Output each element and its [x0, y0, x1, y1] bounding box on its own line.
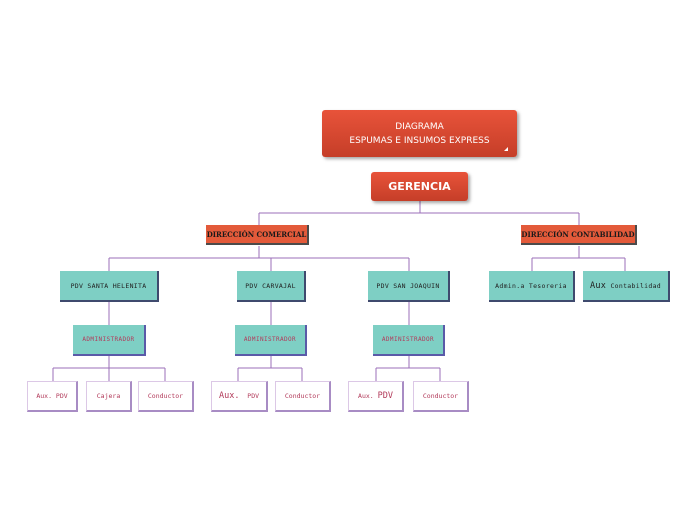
node-aux-contabilidad[interactable]: Aux Contabilidad — [583, 271, 670, 302]
node-admin-san-joaquin-label: ADMINISTRADOR — [381, 336, 435, 343]
node-admin-tesoreria-label: Admin.a Tesoreria — [495, 281, 567, 290]
aux-word: Aux. — [358, 392, 374, 400]
node-direccion-contabilidad[interactable]: DIRECCIÓN CONTABILIDAD — [521, 225, 637, 245]
node-staff-conductor[interactable]: Conductor — [413, 381, 469, 412]
node-staff-conductor[interactable]: Conductor — [275, 381, 331, 412]
diagram-title[interactable]: DIAGRAMA ESPUMAS E INSUMOS EXPRESS — [322, 110, 517, 157]
node-staff-aux-pdv-label: Aux. PDV — [36, 392, 68, 400]
node-admin-san-joaquin[interactable]: ADMINISTRADOR — [373, 325, 445, 356]
node-direccion-contabilidad-label: DIRECCIÓN CONTABILIDAD — [521, 229, 635, 239]
node-aux-contabilidad-label: Aux Contabilidad — [590, 281, 661, 291]
node-direccion-comercial[interactable]: DIRECCIÓN COMERCIAL — [206, 225, 309, 245]
aux-word: Aux. — [218, 391, 240, 401]
node-staff-conductor-label: Conductor — [284, 392, 321, 400]
node-gerencia-label: GERENCIA — [388, 180, 451, 193]
node-pdv-santa-helenita-label: PDV SANTA HELENITA — [70, 281, 147, 290]
expand-corner-icon — [504, 147, 508, 151]
node-admin-tesoreria[interactable]: Admin.a Tesoreria — [489, 271, 575, 302]
aux-contabilidad-word2: Contabilidad — [610, 281, 662, 290]
node-staff-cajera[interactable]: Cajera — [86, 381, 132, 412]
node-staff-aux-pdv[interactable]: Aux. PDV — [211, 381, 268, 412]
node-pdv-carvajal-label: PDV CARVAJAL — [245, 281, 296, 290]
node-direccion-comercial-label: DIRECCIÓN COMERCIAL — [206, 229, 307, 239]
node-pdv-santa-helenita[interactable]: PDV SANTA HELENITA — [60, 271, 159, 302]
node-pdv-san-joaquin[interactable]: PDV SAN JOAQUIN — [368, 271, 450, 302]
node-admin-carvajal-label: ADMINISTRADOR — [243, 336, 297, 343]
pdv-word: PDV — [377, 391, 393, 401]
node-pdv-carvajal[interactable]: PDV CARVAJAL — [237, 271, 306, 302]
node-admin-santa-helenita[interactable]: ADMINISTRADOR — [73, 325, 146, 356]
pdv-word: PDV — [247, 392, 260, 400]
node-staff-conductor[interactable]: Conductor — [138, 381, 194, 412]
node-admin-carvajal[interactable]: ADMINISTRADOR — [235, 325, 307, 356]
node-staff-conductor-label: Conductor — [147, 392, 184, 400]
node-gerencia[interactable]: GERENCIA — [371, 172, 468, 201]
node-staff-aux-pdv[interactable]: Aux. PDV — [27, 381, 78, 412]
node-staff-aux-pdv-label: Aux. PDV — [219, 391, 259, 401]
node-pdv-san-joaquin-label: PDV SAN JOAQUIN — [376, 281, 440, 290]
diagram-title-line1: DIAGRAMA — [395, 121, 444, 132]
node-admin-santa-helenita-label: ADMINISTRADOR — [82, 336, 135, 343]
node-staff-aux-pdv[interactable]: Aux. PDV — [348, 381, 404, 412]
aux-contabilidad-word1: Aux — [589, 280, 607, 291]
node-staff-aux-pdv-label: Aux. PDV — [358, 391, 393, 401]
node-staff-cajera-label: Cajera — [96, 392, 121, 400]
diagram-title-line2: ESPUMAS E INSUMOS EXPRESS — [349, 135, 490, 146]
node-staff-conductor-label: Conductor — [422, 392, 459, 400]
